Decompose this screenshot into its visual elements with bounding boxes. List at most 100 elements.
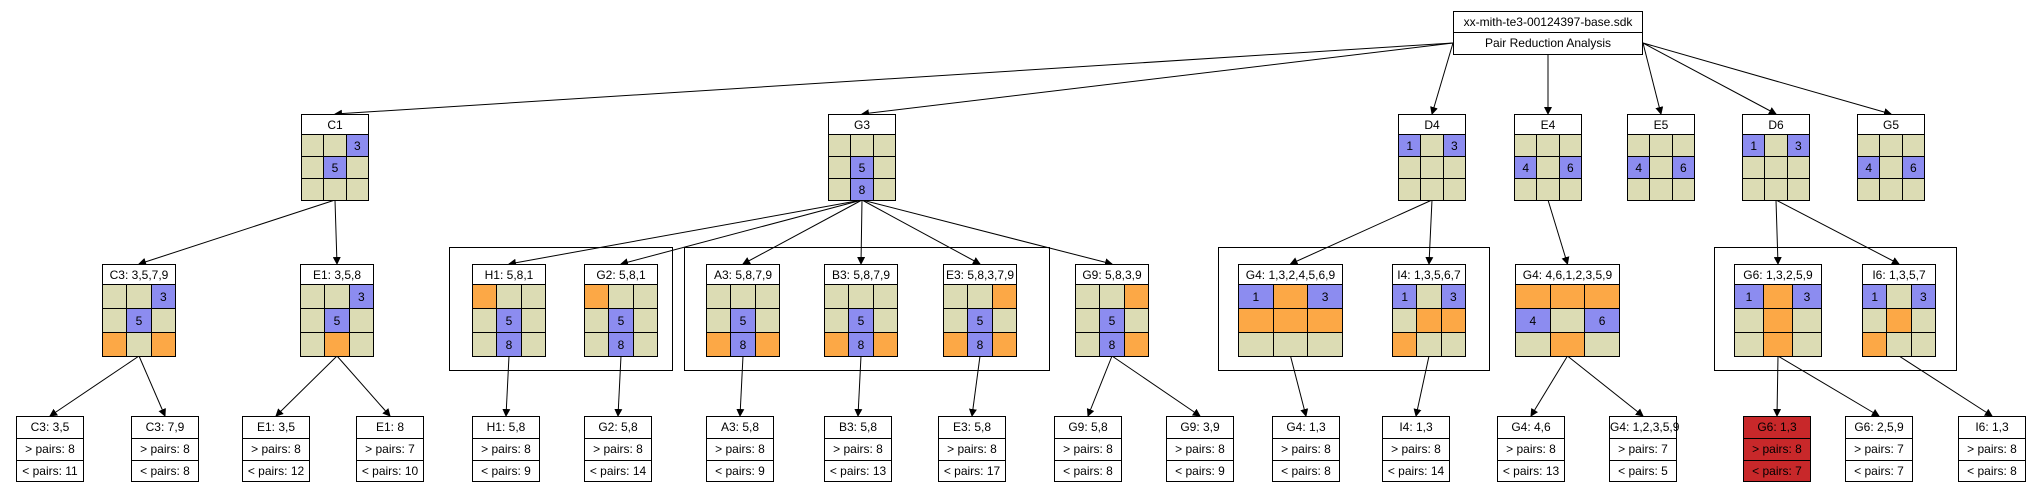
leaf-gt: > pairs: 8 <box>707 438 773 460</box>
grid-cell <box>300 134 325 157</box>
grid-cell: 1 <box>1741 134 1766 157</box>
leaf-lt: < pairs: 13 <box>825 460 891 482</box>
grid-cell <box>823 332 850 357</box>
grid-cell <box>1879 134 1903 157</box>
leaf-title: B3: 5,8 <box>838 420 878 434</box>
edge-g9-l10 <box>1086 355 1113 417</box>
grid-cell <box>323 134 347 157</box>
leaf-node: I6: 1,3> pairs: 8< pairs: 8 <box>1958 416 2026 482</box>
grid-cell <box>1741 156 1766 179</box>
leaf-lt: < pairs: 11 <box>17 460 83 482</box>
grid-cell <box>1440 332 1467 357</box>
grid-cell: 1 <box>1733 284 1765 309</box>
grid-cell <box>1584 332 1620 357</box>
leaf-lt: < pairs: 7 <box>1846 460 1912 482</box>
grid-cell: 8 <box>730 332 756 357</box>
grid-cell <box>101 308 128 333</box>
node-label: E4 <box>1514 114 1582 134</box>
grid-cell: 3 <box>348 284 375 309</box>
grid-cell: 3 <box>1307 284 1343 309</box>
grid-cell <box>1307 332 1343 357</box>
grid-cell <box>1584 284 1620 309</box>
edge-d4-i4 <box>1425 199 1434 265</box>
grid-cell <box>1513 134 1538 157</box>
grid-cell <box>299 284 326 309</box>
grid-cell <box>324 332 350 357</box>
leaf-title: G4: 4,6 <box>1511 420 1551 434</box>
node-label: E3: 5,8,3,7,9 <box>943 264 1017 284</box>
grid-cell <box>496 284 522 309</box>
grid-cell: 3 <box>1791 284 1823 309</box>
leaf-gt: > pairs: 8 <box>132 438 198 460</box>
edge-b3-l8 <box>854 355 863 417</box>
grid-cell <box>1879 156 1903 179</box>
grid-cell <box>942 284 969 309</box>
edge-root-d6 <box>1642 42 1777 115</box>
edge-g6-l16 <box>1773 355 1782 417</box>
grid-cell <box>872 178 897 201</box>
root-title: xx-mith-te3-00124397-base.sdk <box>1463 15 1633 29</box>
leaf-lt: < pairs: 12 <box>243 460 309 482</box>
grid-cell <box>101 332 128 357</box>
grid-cell <box>730 284 756 309</box>
grid-cell <box>101 284 128 309</box>
edge-c3-l2 <box>138 355 166 417</box>
leaf-node: G6: 2,5,9> pairs: 7< pairs: 7 <box>1845 416 1913 482</box>
leaf-lt: < pairs: 9 <box>473 460 539 482</box>
grid-cell: 5 <box>850 156 874 179</box>
grid-cell: 6 <box>1558 156 1583 179</box>
grid-cell <box>1763 308 1793 333</box>
grid-cell: 5 <box>848 308 874 333</box>
grid-cell <box>1440 308 1467 333</box>
cluster-g3-right <box>684 247 1050 371</box>
grid-cell <box>1515 284 1551 309</box>
grid-cell: 4 <box>1513 156 1538 179</box>
leaf-title: A3: 5,8 <box>720 420 760 434</box>
leaf-title: E1: 3,5 <box>256 420 296 434</box>
grid-cell: 8 <box>496 332 522 357</box>
node-label: I4: 1,3,5,6,7 <box>1392 264 1466 284</box>
leaf-gt: > pairs: 8 <box>473 438 539 460</box>
grid-cell <box>1558 178 1583 201</box>
leaf-gt: > pairs: 7 <box>1610 438 1676 460</box>
grid-cell <box>1536 156 1560 179</box>
grid-cell: 6 <box>1901 156 1926 179</box>
cluster-g3-left <box>449 247 673 371</box>
edge-d6-g6 <box>1773 199 1782 265</box>
grid-cell <box>324 284 350 309</box>
node-label: G6: 1,3,2,5,9 <box>1734 264 1822 284</box>
grid-cell <box>1763 284 1793 309</box>
leaf-title: C3: 7,9 <box>145 420 185 434</box>
grid-cell <box>583 284 610 309</box>
leaf-node: B3: 5,8> pairs: 8< pairs: 13 <box>824 416 892 482</box>
leaf-title: G2: 5,8 <box>598 420 638 434</box>
node-label: D6 <box>1742 114 1810 134</box>
leaf-node: C3: 7,9> pairs: 8< pairs: 8 <box>131 416 199 482</box>
grid-cell <box>608 284 634 309</box>
edge-e3-l9 <box>968 355 981 417</box>
leaf-gt: > pairs: 8 <box>243 438 309 460</box>
grid-cell <box>1879 178 1903 201</box>
grid-cell <box>1420 134 1444 157</box>
grid-cell: 1 <box>1238 284 1274 309</box>
grid-cell <box>583 332 610 357</box>
grid-cell <box>1123 332 1150 357</box>
grid-cell <box>850 134 874 157</box>
grid-cell <box>1391 332 1418 357</box>
grid-cell <box>1307 308 1343 333</box>
grid-cell <box>1416 308 1442 333</box>
leaf-lt: < pairs: 14 <box>585 460 651 482</box>
leaf-gt: > pairs: 8 <box>1383 438 1449 460</box>
grid-cell <box>1671 134 1696 157</box>
edge-i6-l18 <box>1898 355 1993 417</box>
